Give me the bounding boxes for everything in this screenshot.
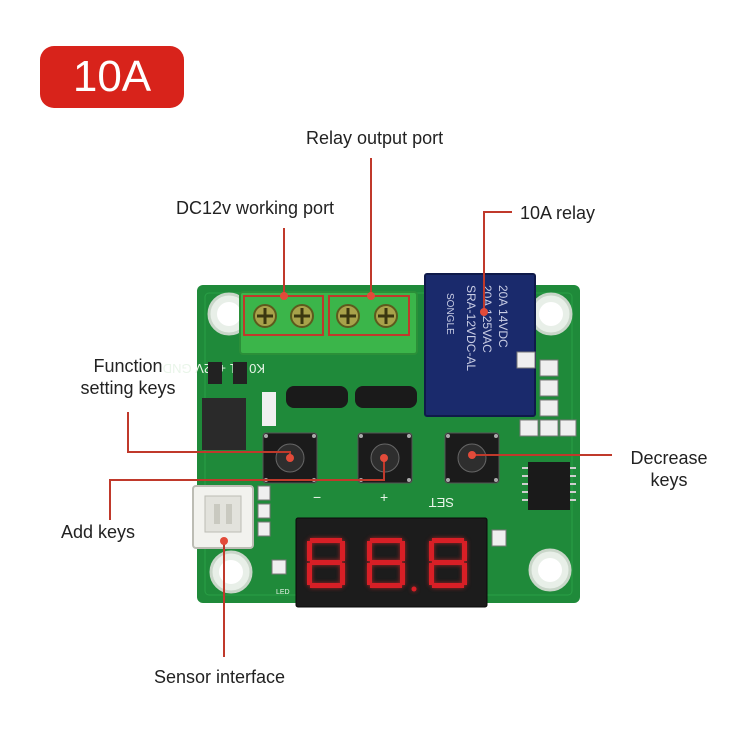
svg-text:SRA-12VDC-AL: SRA-12VDC-AL (464, 285, 478, 371)
set-silkscreen: SET (429, 495, 454, 510)
smd-components (202, 351, 577, 575)
callout-lines (109, 158, 612, 657)
relay: 20A 14VDC 20A 125VAC SRA-12VDC-AL SONGLE (424, 273, 536, 417)
dc12v-working-port-label: DC12v working port (176, 198, 335, 218)
relay-10a-label: 10A relay (520, 203, 596, 223)
svg-text:SONGLE: SONGLE (444, 293, 455, 335)
decrease-keys-label: Decrease keys (630, 448, 708, 490)
led-silkscreen: LED (276, 589, 290, 596)
sensor-interface-label: Sensor interface (154, 667, 286, 687)
controller-chip (522, 462, 576, 510)
svg-text:20A 125VAC: 20A 125VAC (480, 285, 494, 353)
sensor-connector (192, 485, 254, 549)
terminal-block (239, 291, 418, 355)
function-setting-keys-label: Function setting keys (80, 356, 176, 398)
current-rating-badge: 10A (40, 46, 184, 108)
svg-text:20A 14VDC: 20A 14VDC (496, 285, 510, 348)
add-keys-label: Add keys (61, 522, 136, 542)
seven-segment-display (295, 517, 488, 608)
callout-dots (220, 292, 488, 545)
minus-silkscreen: − (313, 489, 321, 505)
relay-output-port-label: Relay output port (306, 128, 444, 148)
plus-silkscreen: + (380, 489, 388, 505)
